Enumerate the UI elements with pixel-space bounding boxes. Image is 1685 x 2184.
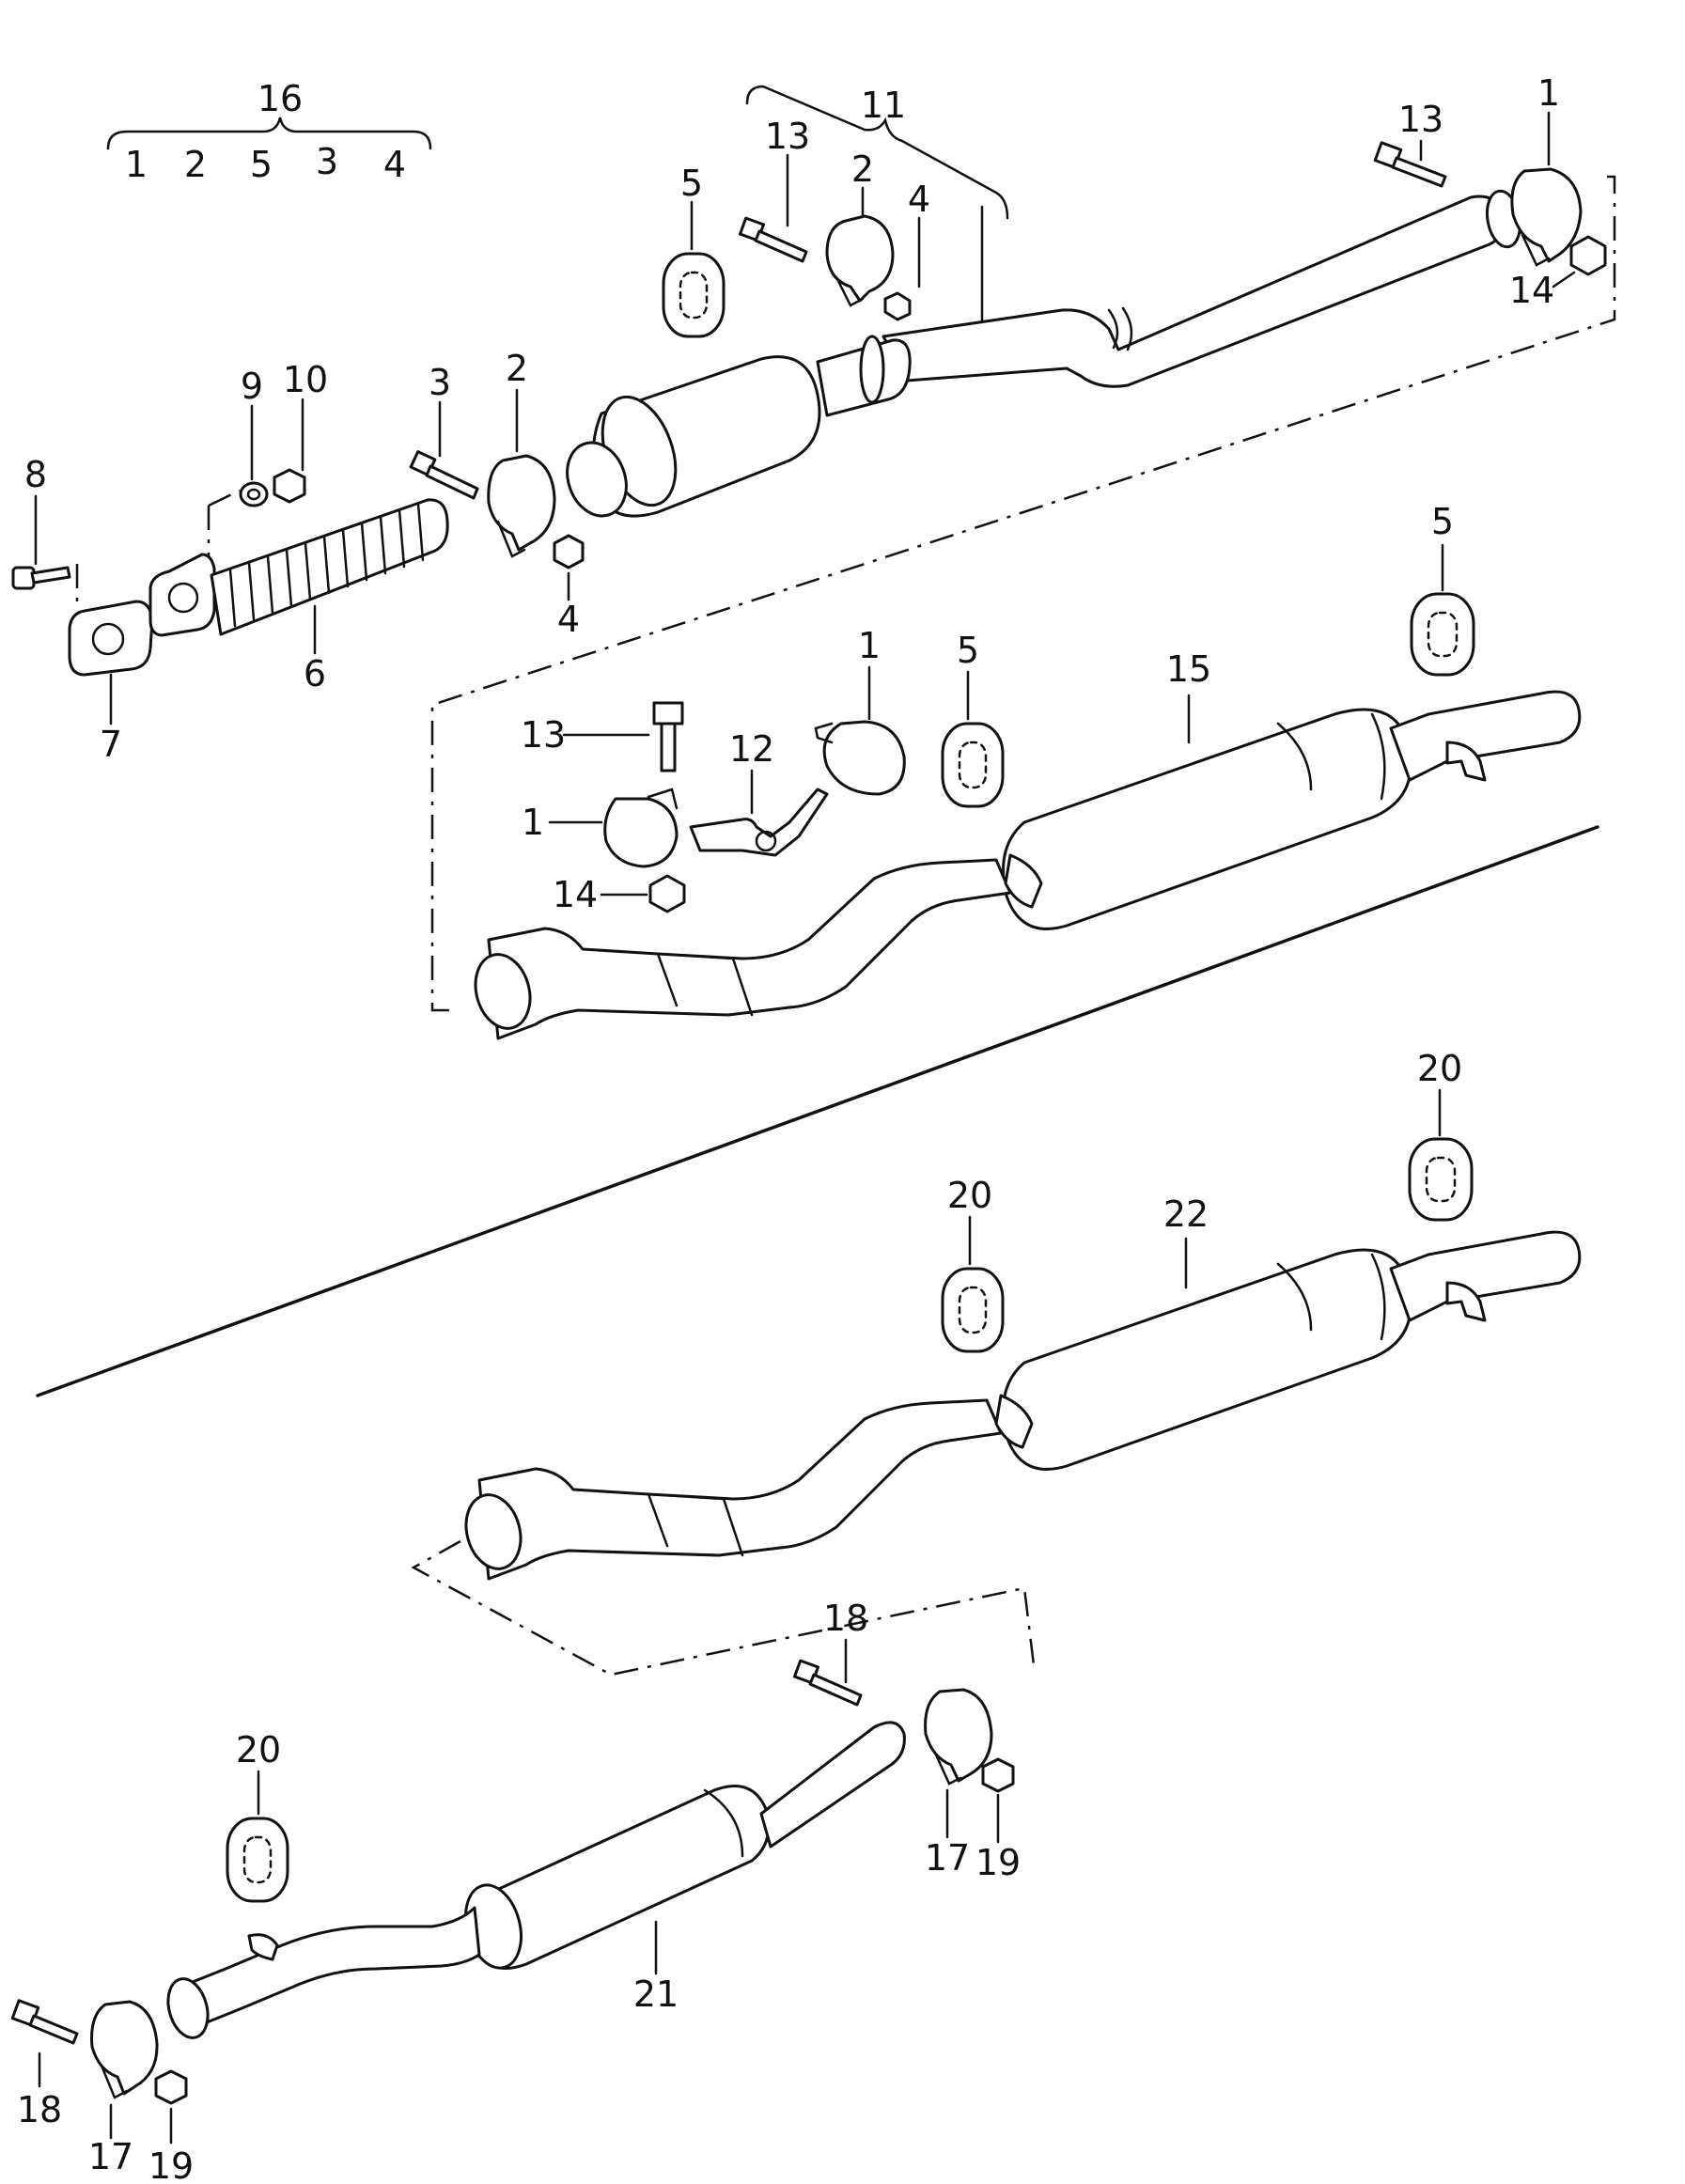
- rubber-mount-20-right: [1408, 1137, 1474, 1222]
- callout-2-top: 2: [851, 148, 874, 190]
- callout-20-left: 20: [236, 1729, 281, 1771]
- rubber-mount-20-center: [941, 1267, 1005, 1353]
- callout-5-top: 5: [680, 163, 703, 204]
- bolt-13-top-right: [1373, 141, 1447, 188]
- callout-18-center: 18: [823, 1598, 868, 1639]
- clamp-1-mid: [814, 720, 906, 796]
- clamp-2-top: [825, 214, 895, 307]
- connection-line-top: [430, 175, 1616, 1012]
- gasket-7: [68, 564, 154, 677]
- nut-10: [273, 468, 306, 504]
- callout-3: 3: [429, 362, 451, 403]
- nut-4-left: [553, 534, 585, 569]
- front-muffler-21: [166, 1721, 906, 2039]
- callout-13-top-mid: 13: [765, 116, 810, 157]
- bolt-13-mid: [652, 701, 684, 772]
- callout-8: 8: [24, 454, 47, 495]
- callout-17-left: 17: [88, 2136, 133, 2177]
- callout-1-mid-left: 1: [522, 802, 544, 843]
- rubber-mount-5-mid-right: [1410, 592, 1475, 677]
- callout-2-left: 2: [506, 348, 528, 389]
- callout-19-center: 19: [975, 1842, 1021, 1883]
- flex-pipe-6: [148, 489, 449, 637]
- bolt-3: [409, 450, 479, 500]
- clamp-1-top-right: [1510, 167, 1583, 267]
- callout-7: 7: [100, 724, 122, 765]
- rubber-mount-5-top: [662, 252, 725, 338]
- rubber-mount-20-left: [226, 1817, 289, 1903]
- nut-14-mid: [648, 874, 686, 913]
- callout-13-mid: 13: [521, 714, 566, 756]
- callout-12: 12: [729, 728, 774, 770]
- callout-21: 21: [633, 1973, 679, 2015]
- section-divider: [36, 825, 1599, 1397]
- callout-19-left: 19: [148, 2145, 194, 2184]
- group-11-bracket: [745, 85, 1009, 335]
- callout-17-center: 17: [925, 1837, 970, 1879]
- callout-16-item-3: 3: [316, 141, 338, 182]
- rubber-mount-5-mid: [941, 722, 1005, 808]
- clamp-1-mid-left: [603, 788, 679, 868]
- clamp-17-center: [924, 1688, 993, 1786]
- connection-line-lower: [411, 1539, 1036, 1677]
- callout-5-mid-right: 5: [1431, 501, 1454, 542]
- nut-14-top-right: [1569, 235, 1607, 276]
- callout-20-center: 20: [947, 1175, 992, 1216]
- bolt-8: [11, 566, 71, 590]
- callout-1-mid: 1: [858, 625, 881, 666]
- clamp-2-left: [487, 454, 556, 558]
- washer-9: [239, 481, 269, 507]
- callout-16-item-1: 1: [125, 144, 148, 185]
- bolt-13-top-mid: [739, 216, 808, 263]
- callout-13-top-right: 13: [1398, 99, 1443, 140]
- callout-14-mid: 14: [553, 874, 598, 915]
- callout-14-top-right: 14: [1509, 270, 1554, 311]
- callout-4-top: 4: [908, 179, 930, 220]
- callout-16-item-4: 4: [383, 144, 406, 185]
- nut-4-top: [883, 291, 912, 321]
- callout-9: 9: [241, 366, 263, 407]
- clamp-17-left: [90, 2000, 159, 2099]
- nut-19-left: [154, 2069, 188, 2105]
- bracket-12: [689, 788, 829, 857]
- callout-22: 22: [1163, 1193, 1209, 1235]
- callout-1-top-right: 1: [1537, 72, 1560, 114]
- callout-16-item-5: 5: [250, 144, 273, 185]
- callout-10: 10: [283, 359, 328, 400]
- bolt-18-center: [793, 1659, 863, 1707]
- callout-4-left: 4: [557, 599, 580, 640]
- callout-18-left: 18: [17, 2089, 62, 2130]
- front-pipe-center-muffler: [566, 189, 1522, 518]
- callout-11: 11: [861, 85, 906, 126]
- rear-muffler-22: [464, 1230, 1582, 1581]
- callout-15: 15: [1166, 648, 1211, 690]
- callout-20-right: 20: [1417, 1048, 1462, 1089]
- bolt-18-left: [10, 1999, 79, 2045]
- leader-14-tr: [1552, 271, 1576, 289]
- callout-6: 6: [304, 653, 326, 694]
- callout-16-item-2: 2: [184, 144, 207, 185]
- callout-16: 16: [257, 78, 303, 119]
- callout-5-mid: 5: [957, 630, 979, 671]
- nut-19-center: [981, 1757, 1015, 1793]
- group-16-bracket: [106, 117, 432, 150]
- rear-muffler-15: [474, 690, 1582, 1040]
